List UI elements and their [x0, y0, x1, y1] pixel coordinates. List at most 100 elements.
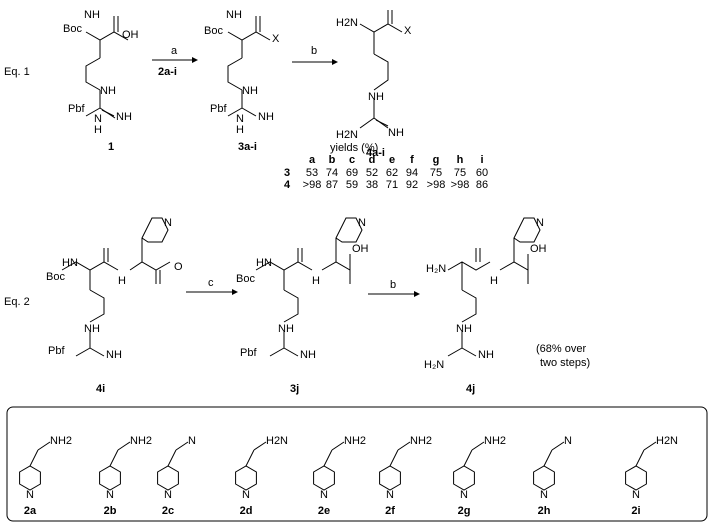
- yields-title: yields (%): [330, 142, 378, 154]
- compound-1: Boc NH OH NH Pbf N H NH 1: [63, 9, 139, 153]
- yields-cell: 74: [326, 167, 338, 179]
- compound-3j: Boc HN H N OH NH Pbf NH 3j: [236, 217, 369, 395]
- c1-number: 1: [108, 141, 114, 153]
- c4i-nh2: H: [118, 275, 126, 287]
- c4-nh-imine: NH: [388, 127, 404, 139]
- c1-h: H: [94, 124, 102, 136]
- yields-cell: 71: [386, 179, 398, 191]
- reagent-amine-2i: H2N: [656, 435, 678, 447]
- reagent-amine-2b: NH2: [130, 435, 152, 447]
- reagent-label-2i: 2i: [631, 505, 640, 517]
- yields-header-a: a: [309, 154, 316, 166]
- c3j-nh: H: [312, 275, 320, 287]
- yields-cell: >98: [427, 179, 446, 191]
- c4i-pyr-n: N: [164, 217, 172, 229]
- c1-nh-imine: NH: [116, 111, 132, 123]
- yields-cell: 52: [366, 167, 378, 179]
- yields-header-d: d: [369, 154, 376, 166]
- c3j-hn: HN: [256, 257, 272, 269]
- yields-cell: 75: [430, 167, 442, 179]
- c3-number: 3a-i: [238, 141, 257, 153]
- yields-cell: >98: [303, 179, 322, 191]
- c3-nh-imine: NH: [258, 111, 274, 123]
- yields-cell: 94: [406, 167, 418, 179]
- reagent-amine-2g: NH2: [484, 435, 506, 447]
- pyridine-n: N: [26, 489, 34, 501]
- yields-row-label: 4: [284, 179, 291, 191]
- yields-cell: 92: [406, 179, 418, 191]
- reagent-amine-2h: N: [564, 435, 572, 447]
- reagent-label-2c: 2c: [162, 505, 174, 517]
- yields-cell: 53: [306, 167, 318, 179]
- yields-header-e: e: [389, 154, 395, 166]
- yields-cell: 87: [326, 179, 338, 191]
- c1-n: N: [94, 113, 102, 125]
- compound-3a-i: Boc NH X NH Pbf N H NH 3a-i: [204, 9, 280, 153]
- reagent-amine-2a: NH2: [50, 435, 72, 447]
- c3j-boc: Boc: [236, 273, 255, 285]
- yields-header-c: c: [349, 154, 355, 166]
- reagent-label-2g: 2g: [458, 505, 471, 517]
- c4j-pyr-n: N: [536, 217, 544, 229]
- reagent-label-2b: 2b: [104, 505, 117, 517]
- c3j-oh: OH: [352, 243, 369, 255]
- yields-header-h: h: [457, 154, 464, 166]
- c4i-nh-imine: NH: [106, 349, 122, 361]
- c3-pbf: Pbf: [210, 103, 227, 115]
- c4j-nh-imine: NH: [478, 349, 494, 361]
- c4j-h2n: H₂N: [426, 263, 446, 275]
- c3-boc: Boc: [204, 25, 223, 37]
- arrow-b-eq2-label: b: [390, 279, 396, 291]
- c3j-nh-guan: NH: [278, 323, 294, 335]
- yields-header-b: b: [329, 154, 336, 166]
- c4i-o: O: [174, 261, 183, 273]
- compound-4i: Boc HN H N O NH Pbf NH 4i: [46, 217, 183, 395]
- yield-note-line1: (68% over: [536, 343, 586, 355]
- yields-cell: 59: [346, 179, 358, 191]
- arrow-c-label: c: [208, 277, 214, 289]
- c3j-number: 3j: [290, 383, 299, 395]
- c3-nh-guan: NH: [242, 85, 258, 97]
- arrow-a-reagent: 2a-i: [158, 66, 177, 78]
- c4i-boc: Boc: [46, 271, 65, 283]
- c4-number: 4a-i: [366, 147, 385, 159]
- c3-nh: NH: [226, 9, 242, 21]
- c4i-nh: HN: [62, 257, 78, 269]
- reagent-amine-2d: H2N: [266, 435, 288, 447]
- c4i-nh-guan: NH: [84, 323, 100, 335]
- c4j-number: 4j: [466, 383, 475, 395]
- pyridine-n: N: [460, 489, 468, 501]
- reagent-amine-2e: NH2: [344, 435, 366, 447]
- c3-x: X: [272, 33, 280, 45]
- eq1-label: Eq. 1: [4, 66, 30, 78]
- arrow-a-label: a: [171, 45, 178, 57]
- c4j-oh: OH: [530, 243, 547, 255]
- c3j-pyr-n: N: [358, 217, 366, 229]
- yields-header-f: f: [410, 154, 414, 166]
- yields-cell: 60: [476, 167, 488, 179]
- c3j-pbf: Pbf: [240, 347, 257, 359]
- eq2-label: Eq. 2: [4, 296, 30, 308]
- pyridine-n: N: [106, 489, 114, 501]
- reagent-amine-2c: N: [188, 435, 196, 447]
- pyridine-n: N: [164, 489, 172, 501]
- reagent-2c: N N 2c: [157, 435, 196, 517]
- yields-cell: 86: [476, 179, 488, 191]
- c4j-nh-guan: NH: [456, 323, 472, 335]
- reagent-label-2f: 2f: [385, 505, 395, 517]
- yields-row-label: 3: [284, 167, 290, 179]
- pyridine-n: N: [386, 489, 394, 501]
- pyridine-n: N: [540, 489, 548, 501]
- reagent-list: NNH22aNNH22bNN2cNH2N2dNNH22eNNH22fNNH22g…: [19, 435, 678, 517]
- c4i-pbf: Pbf: [48, 345, 65, 357]
- c4-nh: NH: [368, 91, 384, 103]
- c1-nh: NH: [84, 9, 100, 21]
- c4j-nh: H: [490, 275, 498, 287]
